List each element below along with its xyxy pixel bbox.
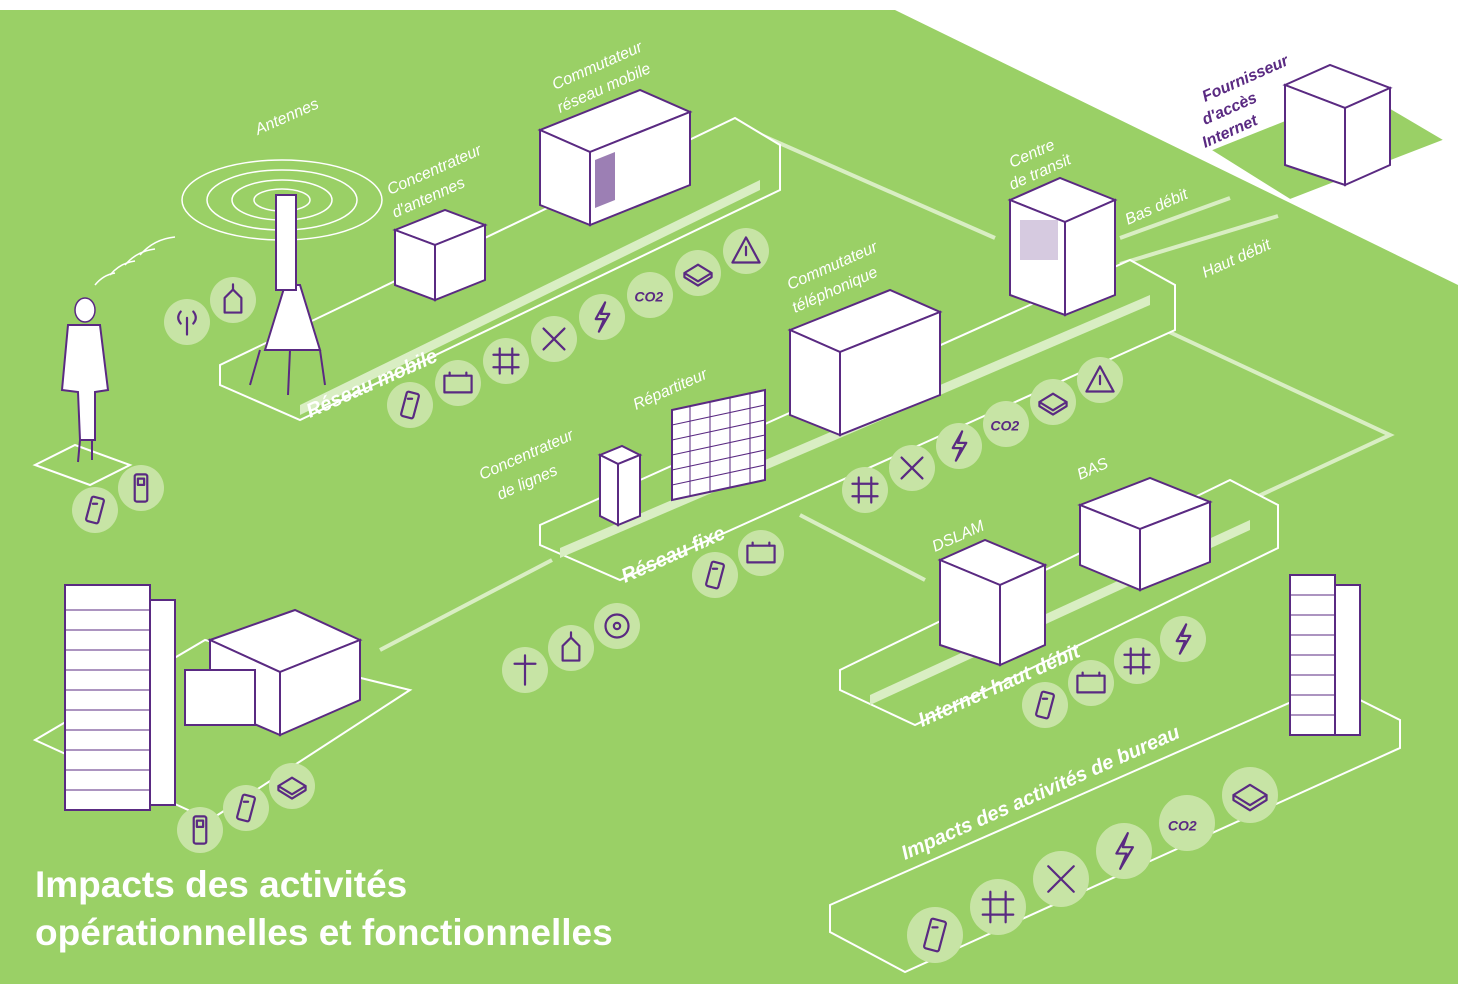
battery-icon [1022,682,1068,728]
phone-icon [177,807,223,853]
svg-text:CO2: CO2 [1168,818,1197,834]
co2-icon: CO2 [627,272,673,318]
paper-stack-icon [675,250,721,296]
circuit-icon [483,338,529,384]
office-tower-left [64,584,176,811]
dslam-device [937,538,1048,667]
circuit-icon [842,467,888,513]
phone-icon [118,465,164,511]
title-line-2: opérationnelles et fonctionnelles [35,912,613,953]
person-figure [60,297,110,463]
church-icon [210,277,256,323]
centre-transit-device [1007,176,1118,317]
car-battery-icon [1068,660,1114,706]
cross-icon [531,316,577,362]
arrow-mobile-transit [744,126,996,240]
connection-arrows [379,126,1395,652]
battery-icon [907,907,963,963]
cross-icon [1033,851,1089,907]
lightning-icon [1160,616,1206,662]
svg-text:CO2: CO2 [634,288,663,304]
house [184,608,363,737]
paper-stack-icon [1222,767,1278,823]
lightning-icon [579,294,625,340]
battery-icon [72,487,118,533]
signal-icon [164,299,210,345]
arrow-haut-debit [1119,214,1279,266]
office-tower-right [1289,574,1361,736]
svg-text:CO2: CO2 [990,417,1019,433]
circuit-icon [970,879,1026,935]
warning-icon [723,228,769,274]
battery-icon [692,552,738,598]
person-platform [32,443,133,487]
fai-server-device [1282,63,1393,187]
circuit-icon [1114,638,1160,684]
concentrateur-lignes-device [597,444,643,527]
lightning-icon [936,423,982,469]
cross-icon [889,445,935,491]
co2-icon: CO2 [983,401,1029,447]
bas-device [1077,476,1213,592]
repartiteur-device [671,388,766,502]
lightning-icon [1096,823,1152,879]
paper-stack-icon [1030,379,1076,425]
arrow-house-fixe [379,558,553,652]
title-line-1: Impacts des activités [35,864,407,905]
antenna-tower [249,194,326,396]
commutateur-telephonique-device [787,288,943,437]
car-battery-icon [738,530,784,576]
warning-icon [1077,357,1123,403]
arrow-transit-bas [1164,328,1395,502]
car-battery-icon [435,360,481,406]
paper-stack-icon [269,763,315,809]
phone-signal-arcs [94,236,176,286]
arrow-fixe-internet [799,513,926,582]
commutateur-mobile-device [537,88,693,227]
concentrateur-antennes-device [392,208,488,302]
mobile-strip [300,180,760,415]
pole-icon [502,647,548,693]
arrow-bas-debit [1119,196,1231,240]
disc-icon [594,603,640,649]
battery-icon [387,382,433,428]
battery-icon [223,785,269,831]
church-icon [548,625,594,671]
co2-icon: CO2 [1159,795,1215,851]
